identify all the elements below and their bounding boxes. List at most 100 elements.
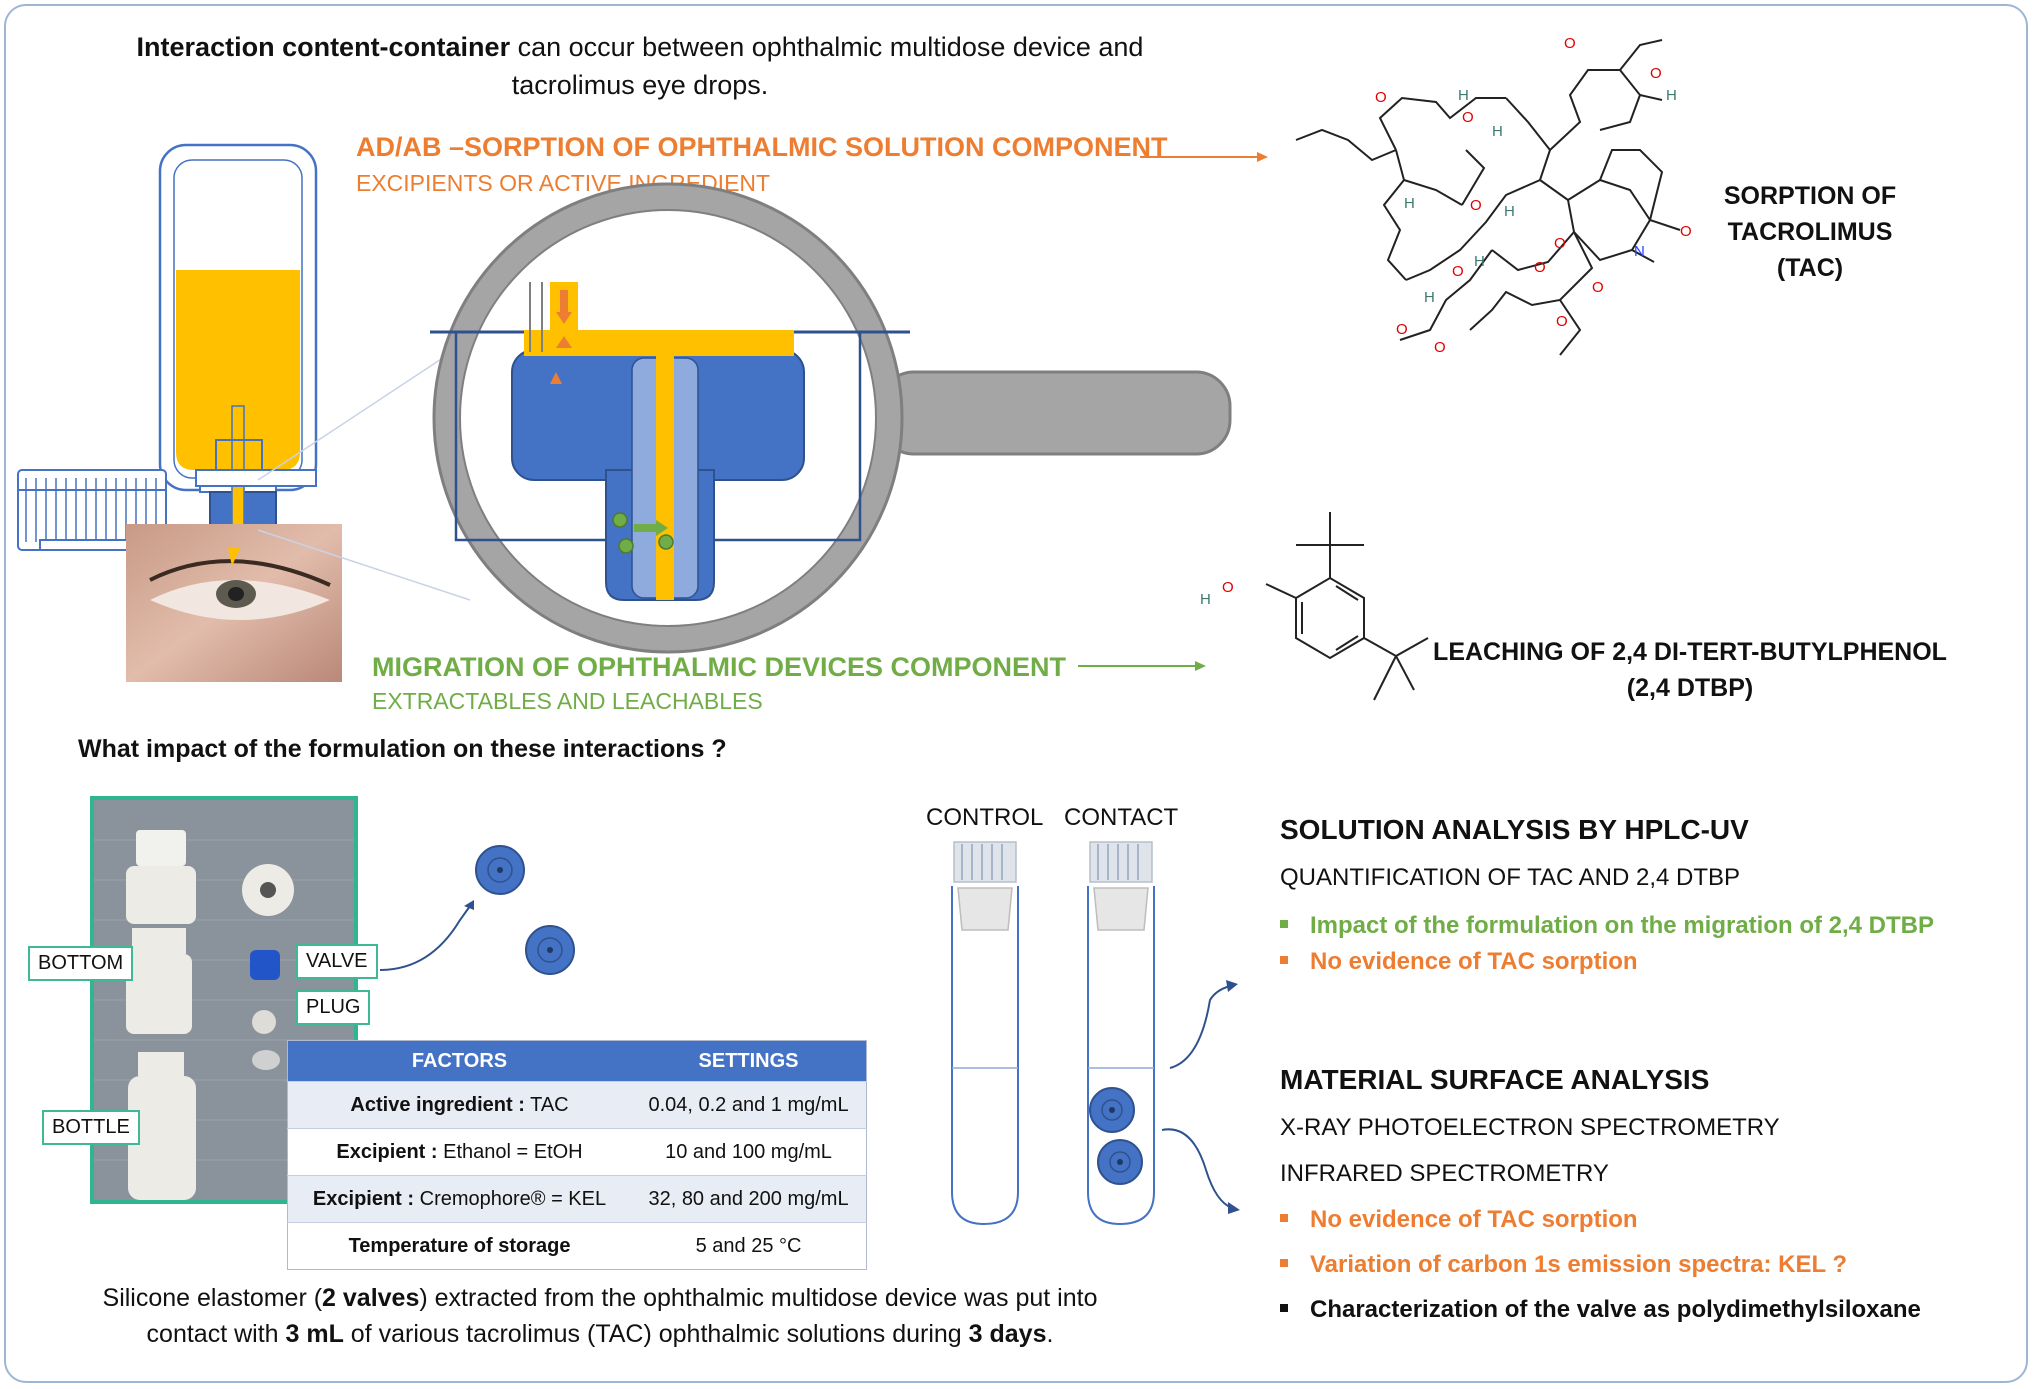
migration-arrowhead <box>1195 661 1206 671</box>
tac-oxygen-7: O <box>1680 223 1692 240</box>
solution-arrow <box>1169 985 1231 1069</box>
desc-bold: 2 valves <box>322 1284 420 1312</box>
factor-rest: Cremophore® = KEL <box>414 1187 607 1210</box>
bullet-square <box>1280 919 1288 928</box>
contact-tube <box>1087 841 1155 1226</box>
valve-disc-1 <box>475 845 525 895</box>
bottom-description: Silicone elastomer (2 valves) extracted … <box>40 1280 1160 1352</box>
surface-bullet-3: Characterization of the valve as polydim… <box>1280 1296 1921 1324</box>
table-row: Active ingredient : TAC 0.04, 0.2 and 1 … <box>287 1081 867 1129</box>
tac-hydrogen-4: H <box>1404 195 1415 212</box>
factor-rest: TAC <box>524 1093 569 1116</box>
table-row: Excipient : Ethanol = EtOH 10 and 100 mg… <box>287 1128 867 1176</box>
figure-frame <box>4 4 2028 1383</box>
tac-hydrogen-7: H <box>1424 289 1435 306</box>
intro-bold: Interaction content-container <box>136 32 511 62</box>
bullet-text: Impact of the formulation on the migrati… <box>1310 912 1935 939</box>
solution-bullet-2: No evidence of TAC sorption <box>1280 948 1638 976</box>
sorption-result: SORPTION OF TACROLIMUS (TAC) <box>1640 178 1980 286</box>
tac-oxygen-3: O <box>1564 35 1576 52</box>
table-row: Temperature of storage 5 and 25 °C <box>287 1222 867 1270</box>
valves-drawing <box>379 845 575 975</box>
bullet-square <box>1280 1213 1288 1222</box>
tac-oxygen-11: O <box>1396 321 1408 338</box>
dtbp-oxygen: O <box>1222 579 1234 596</box>
surface-arrowhead <box>1228 1202 1240 1214</box>
surface-analysis-line1: X-RAY PHOTOELECTRON SPECTROMETRY <box>1280 1114 1780 1141</box>
bullet-text: No evidence of TAC sorption <box>1310 1206 1638 1233</box>
settings-header: SETTINGS <box>631 1040 867 1082</box>
label-bottle: BOTTLE <box>42 1110 140 1145</box>
tac-oxygen-4: O <box>1650 65 1662 82</box>
tac-oxygen-9: O <box>1534 259 1546 276</box>
desc-part: . <box>1046 1320 1054 1348</box>
tac-nitrogen-label: N <box>1634 243 1645 260</box>
intro-text: Interaction content-container can occur … <box>110 28 1170 104</box>
valve-arrow <box>379 905 471 971</box>
setting-cell: 10 and 100 mg/mL <box>631 1128 867 1176</box>
intro-rest: can occur between ophthalmic multidose d… <box>510 32 1144 62</box>
setting-cell: 5 and 25 °C <box>631 1222 867 1270</box>
bullet-square <box>1280 1258 1288 1267</box>
solution-analysis-heading: SOLUTION ANALYSIS BY HPLC-UV <box>1280 814 1749 845</box>
tac-oxygen-10: O <box>1452 263 1464 280</box>
table-row: Excipient : Cremophore® = KEL 32, 80 and… <box>287 1175 867 1223</box>
factors-table: FACTORS SETTINGS Active ingredient : TAC… <box>287 1040 867 1270</box>
label-plug: PLUG <box>296 990 371 1025</box>
migration-subheading: EXTRACTABLES AND LEACHABLES <box>372 688 763 714</box>
factor-bold: Active ingredient : <box>350 1093 525 1116</box>
tac-hydrogen-1: H <box>1458 87 1469 104</box>
eye-photo <box>126 524 342 682</box>
question-heading: What impact of the formulation on these … <box>78 735 727 763</box>
tac-hydrogen-6: H <box>1474 253 1485 270</box>
control-label: CONTROL <box>926 804 1044 831</box>
desc-part: Silicone elastomer ( <box>102 1284 323 1312</box>
migration-result-line2: (2,4 DTBP) <box>1626 674 1754 702</box>
valve-disc-2 <box>525 925 575 975</box>
factor-bold: Temperature of storage <box>348 1234 571 1257</box>
tac-hydrogen-2: H <box>1666 87 1677 104</box>
setting-cell: 0.04, 0.2 and 1 mg/mL <box>631 1081 867 1129</box>
surface-analysis-line2: INFRARED SPECTROMETRY <box>1280 1160 1609 1187</box>
tac-oxygen-5: O <box>1470 197 1482 214</box>
bullet-text: No evidence of TAC sorption <box>1310 948 1638 975</box>
zoom-line-top <box>257 339 471 481</box>
label-valve: VALVE <box>296 944 378 979</box>
surface-bullet-1: No evidence of TAC sorption <box>1280 1206 1638 1234</box>
setting-cell: 32, 80 and 200 mg/mL <box>631 1175 867 1223</box>
factor-rest: Ethanol = EtOH <box>437 1140 583 1163</box>
label-bottom: BOTTOM <box>28 946 134 981</box>
zoom-line-bottom <box>257 529 471 601</box>
sorption-heading: AD/AB –SORPTION OF OPHTHALMIC SOLUTION C… <box>356 132 1168 162</box>
tubes-drawing <box>951 841 1240 1226</box>
tac-hydrogen-5: H <box>1504 203 1515 220</box>
tac-oxygen-6: O <box>1554 235 1566 252</box>
control-tube <box>951 841 1019 1226</box>
solution-bullet-1: Impact of the formulation on the migrati… <box>1280 912 1934 940</box>
migration-result: LEACHING OF 2,4 DI-TERT-BUTYLPHENOL (2,4… <box>1420 634 1960 706</box>
dtbp-structure <box>1265 512 1429 701</box>
solution-arrowhead <box>1226 980 1238 992</box>
intro-line2: tacrolimus eye drops. <box>511 70 769 100</box>
sorption-result-line1: SORPTION OF TACROLIMUS <box>1723 182 1897 246</box>
factor-bold: Excipient : <box>336 1140 438 1163</box>
tac-oxygen-12: O <box>1434 339 1446 356</box>
migration-heading: MIGRATION OF OPHTHALMIC DEVICES COMPONEN… <box>372 652 1066 682</box>
bullet-text: Characterization of the valve as polydim… <box>1310 1296 1921 1323</box>
surface-bullet-2: Variation of carbon 1s emission spectra:… <box>1280 1251 1847 1279</box>
factors-header: FACTORS <box>287 1040 632 1082</box>
contact-label: CONTACT <box>1064 804 1179 831</box>
tac-oxygen-1: O <box>1375 89 1387 106</box>
dtbp-atom-labels: H O <box>1200 579 1234 608</box>
tac-hydrogen-3: H <box>1492 123 1503 140</box>
sorption-arrowhead <box>1257 152 1268 162</box>
sorption-result-line2: (TAC) <box>1776 254 1844 282</box>
migration-result-line1: LEACHING OF 2,4 DI-TERT-BUTYLPHENOL <box>1433 638 1947 666</box>
surface-arrow <box>1161 1128 1233 1209</box>
surface-analysis-heading: MATERIAL SURFACE ANALYSIS <box>1280 1064 1710 1095</box>
desc-part: contact with <box>146 1320 286 1348</box>
desc-part: ) extracted from the ophthalmic multidos… <box>419 1284 1098 1312</box>
tac-oxygen-2: O <box>1462 109 1474 126</box>
solution-analysis-line: QUANTIFICATION OF TAC AND 2,4 DTBP <box>1280 864 1741 891</box>
